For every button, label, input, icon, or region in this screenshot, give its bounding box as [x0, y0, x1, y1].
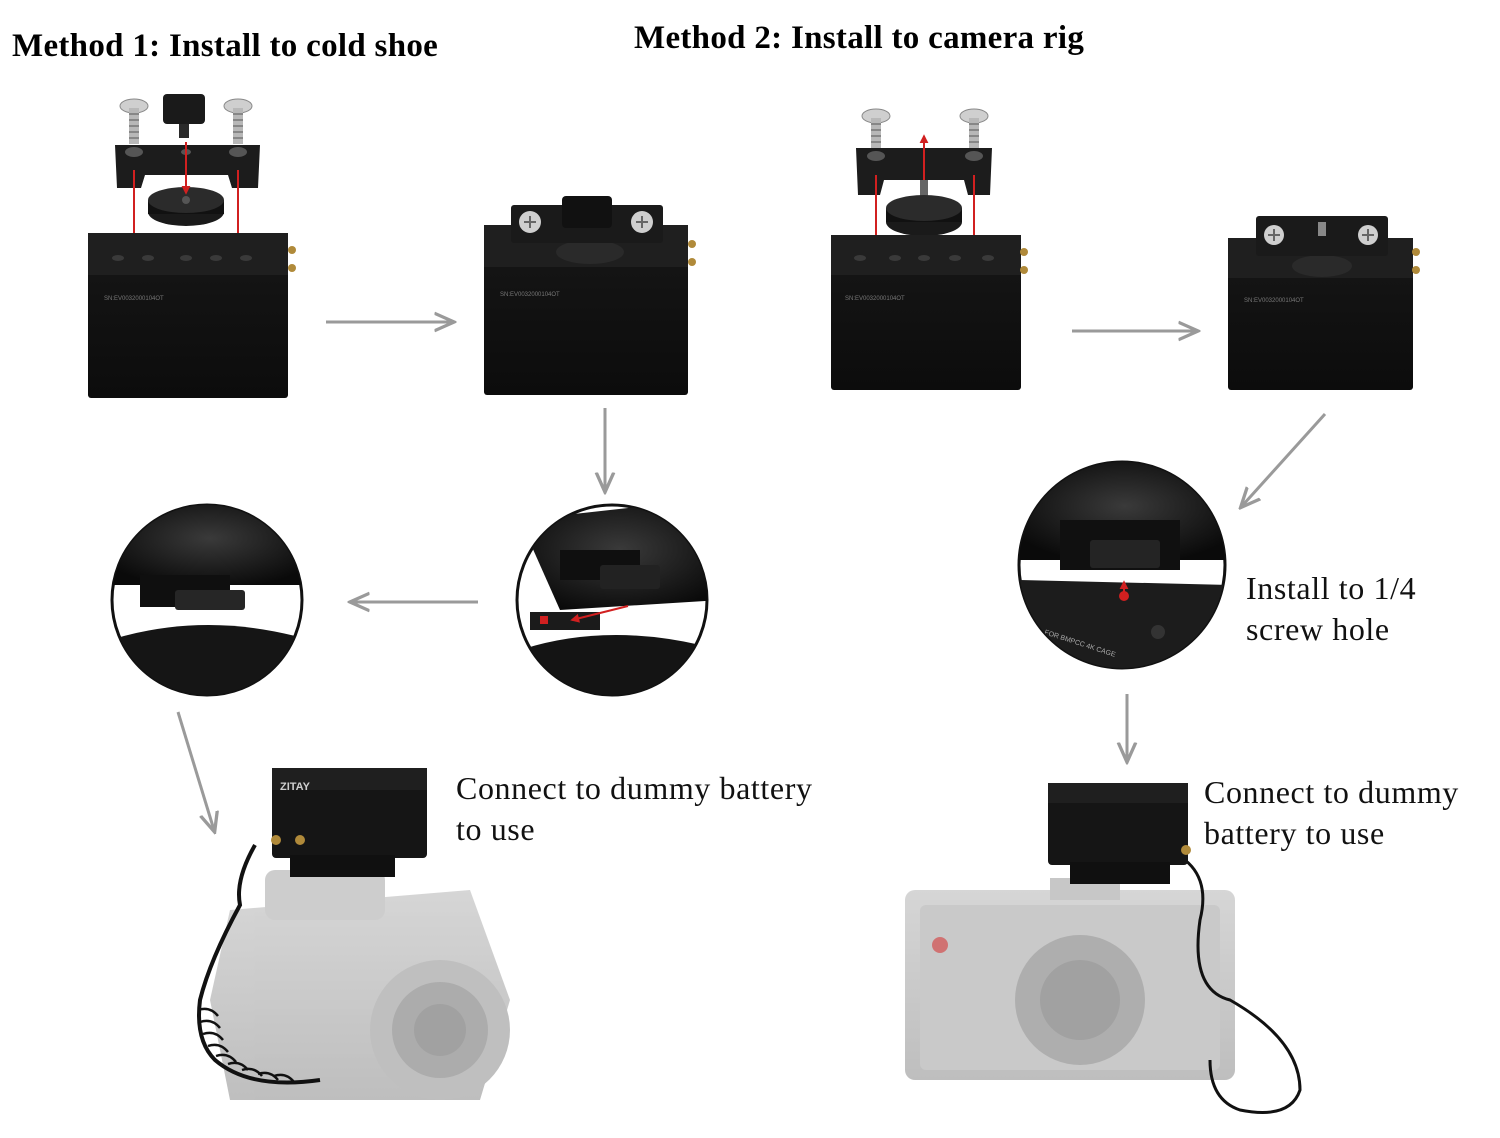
screw-icon	[223, 98, 253, 144]
serial-label: SN:EV0032000104OT	[845, 296, 905, 302]
method-1-connect-caption: Connect to dummy battery to use	[456, 768, 813, 850]
method-1-step-5-camera-with-device: ZITAY	[197, 768, 510, 1100]
screw-icon	[631, 211, 653, 233]
method-2-step-2-assembled: SN:EV0032000104OT	[1228, 216, 1420, 390]
method-2-title: Method 2: Install to camera rig	[634, 20, 1085, 56]
zitay-logo: ZITAY	[280, 781, 311, 793]
arrow-down-right-icon	[176, 711, 214, 830]
caption-line: Install to 1/4	[1246, 570, 1417, 606]
screw-icon	[959, 108, 989, 150]
screw-icon	[519, 211, 541, 233]
screw-icon	[1264, 225, 1284, 245]
method-1-step-2-assembled: SN:EV0032000104OT	[484, 196, 696, 395]
method-1-step-4-detail-circle	[110, 503, 304, 697]
arrow-down-left-icon	[1242, 412, 1327, 506]
serial-label: SN:EV0032000104OT	[104, 296, 164, 302]
serial-label: SN:EV0032000104OT	[1244, 298, 1304, 304]
method-2-step-3-detail-circle: FOR BMPCC 4K CAGE	[1017, 460, 1227, 670]
cold-shoe-foot	[163, 94, 205, 138]
screw-icon	[861, 108, 891, 150]
screw-icon	[119, 98, 149, 144]
method-2-step-4-camera-in-cage	[905, 783, 1302, 1114]
caption-line: battery to use	[1204, 815, 1385, 851]
method-1-step-1-exploded-assembly: SN:EV0032000104OT	[88, 94, 296, 398]
method-1-step-3-detail-circle	[515, 503, 709, 697]
thumb-nut-with-screw	[886, 180, 962, 236]
method-2-step-1-exploded-assembly: SN:EV0032000104OT	[831, 108, 1028, 390]
serial-label: SN:EV0032000104OT	[500, 292, 560, 298]
method-1-title: Method 1: Install to cold shoe	[12, 28, 439, 64]
caption-line: Connect to dummy battery	[456, 770, 813, 806]
method-2-connect-caption: Connect to dummy battery to use	[1204, 772, 1459, 854]
caption-line: to use	[456, 811, 536, 847]
screw-icon	[1358, 225, 1378, 245]
caption-line: screw hole	[1246, 611, 1390, 647]
battery-box: SN:EV0032000104OT	[88, 233, 296, 398]
caption-line: Connect to dummy	[1204, 774, 1459, 810]
battery-box: SN:EV0032000104OT	[831, 235, 1028, 390]
method-2-install-caption: Install to 1/4 screw hole	[1246, 568, 1416, 650]
thumb-nut	[148, 187, 224, 226]
